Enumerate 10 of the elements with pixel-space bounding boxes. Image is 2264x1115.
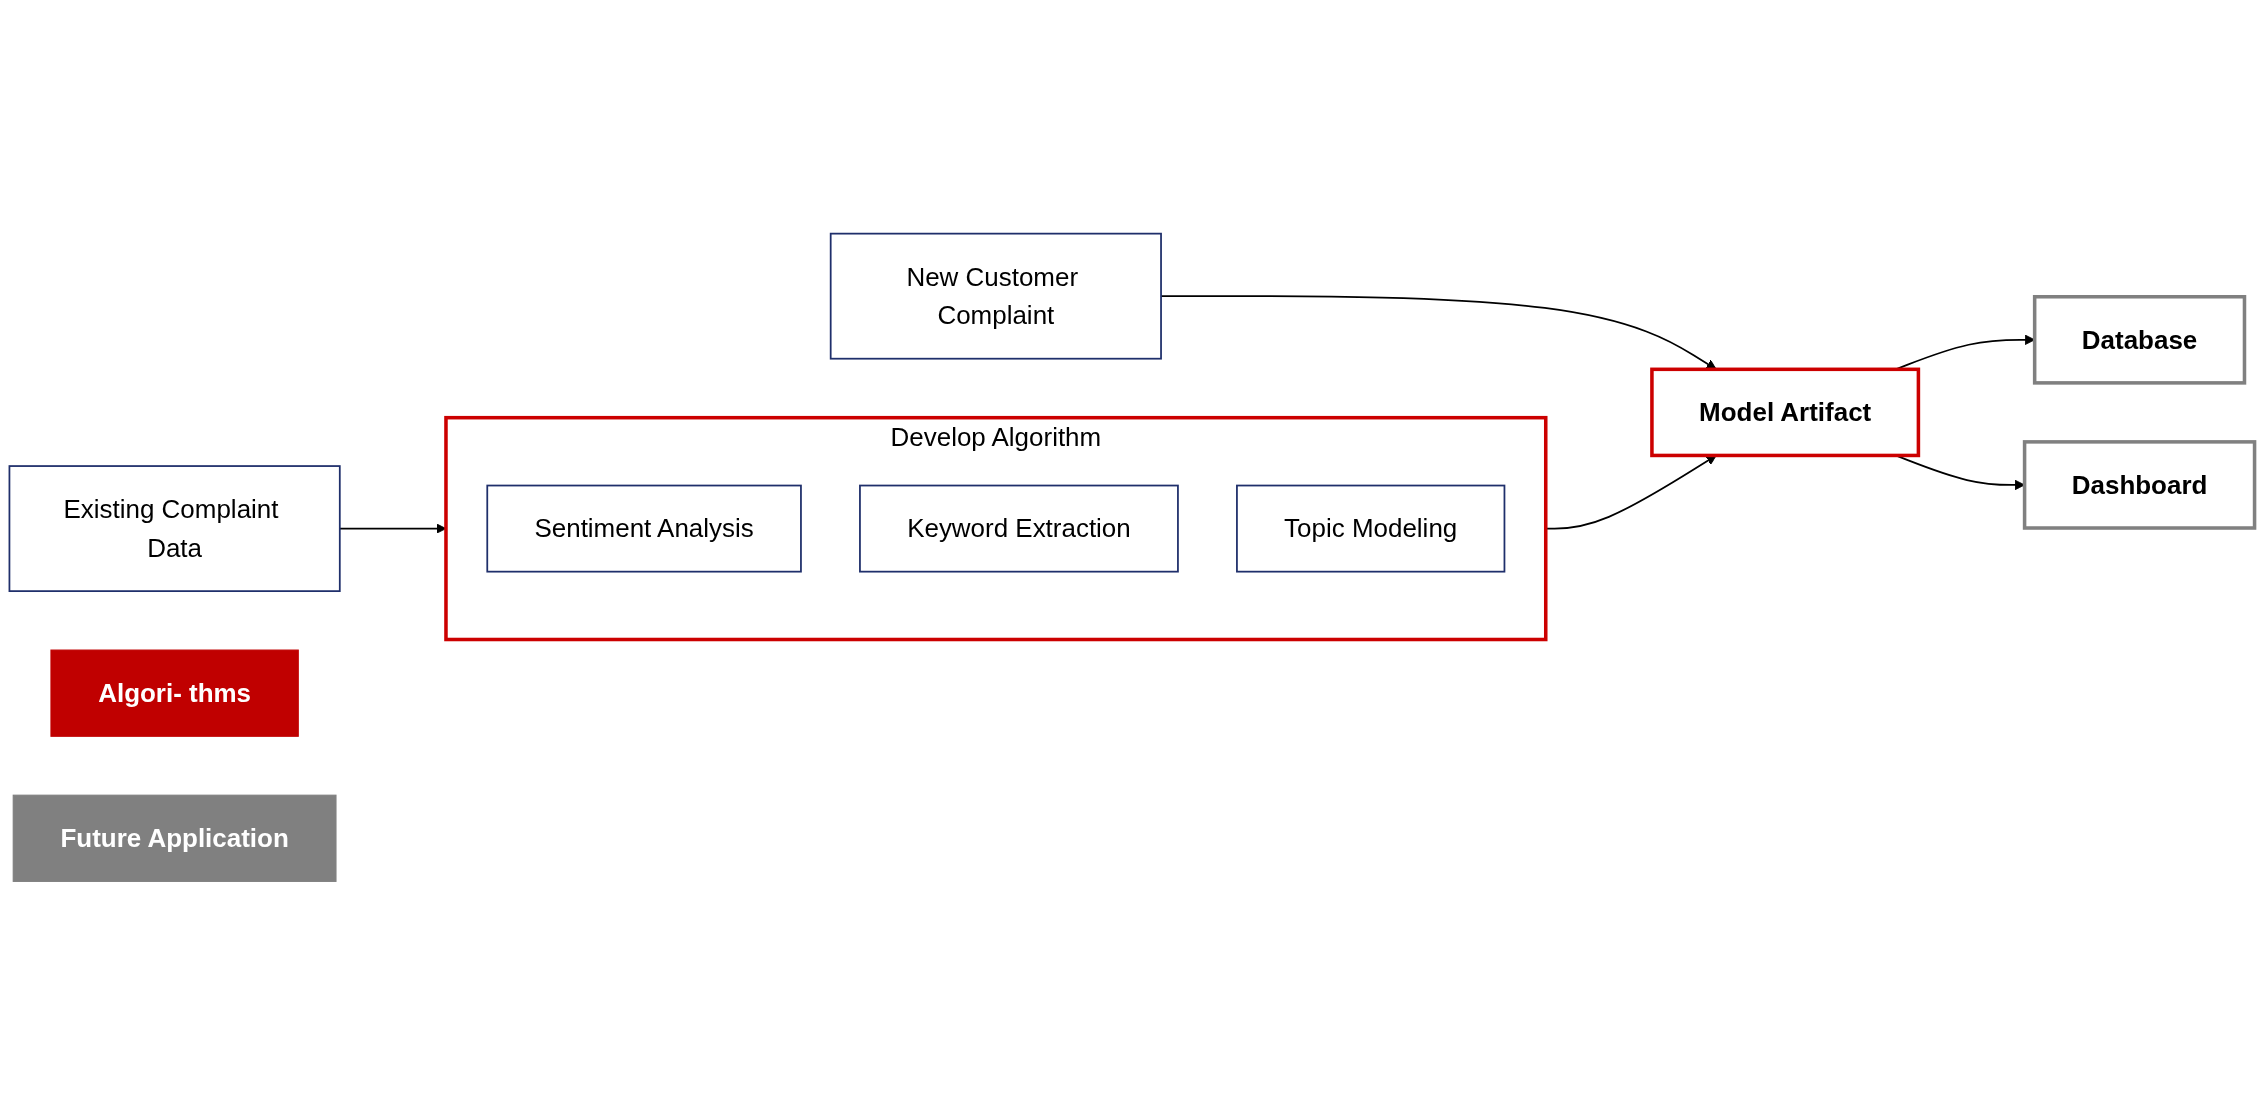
node-box: Existing Complaint Data <box>8 465 341 592</box>
node-box: Algori- thms <box>50 649 299 737</box>
node-box: Dashboard <box>2022 440 2257 530</box>
node-box: Topic Modeling <box>1236 484 1506 573</box>
node-box: Database <box>2032 295 2247 385</box>
node-box: New Customer Complaint <box>829 232 1162 360</box>
node-box: Future Application <box>12 794 337 882</box>
node-box: Model Artifact <box>1650 367 1921 458</box>
node-box: Keyword Extraction <box>859 484 1179 573</box>
node-box: Sentiment Analysis <box>486 484 802 573</box>
